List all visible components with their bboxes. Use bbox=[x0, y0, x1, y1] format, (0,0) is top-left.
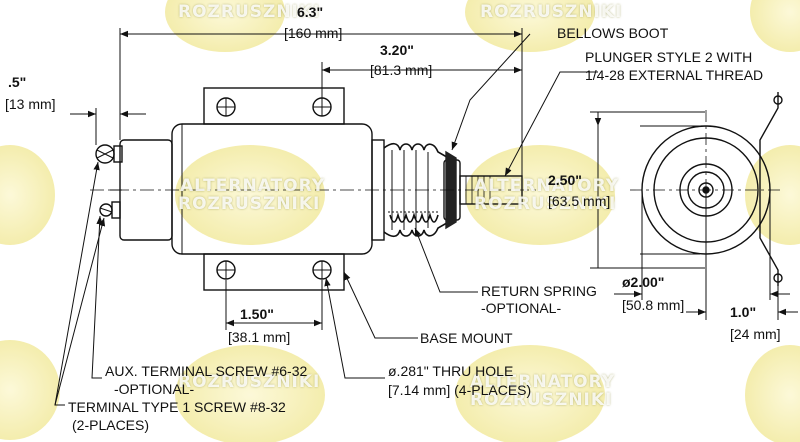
watermark-text: ROZRUSZNIKI bbox=[178, 194, 321, 214]
dim-bracket-width-metric: [24 mm] bbox=[730, 326, 781, 342]
dim-height: 2.50" bbox=[548, 172, 582, 188]
dim-terminal-offset: .5" bbox=[8, 74, 27, 90]
callout-return-spring-line1: RETURN SPRING bbox=[481, 283, 597, 299]
callout-aux-terminal-line2: -OPTIONAL- bbox=[114, 381, 195, 397]
callout-terminal-line2: (2-PLACES) bbox=[72, 417, 150, 433]
watermark-text: ROZRUSZNIKI bbox=[470, 390, 613, 410]
watermark-text: ALTERNATORY bbox=[470, 372, 616, 392]
watermark-text: ALTERNATORY bbox=[180, 176, 326, 196]
base-mount-top bbox=[203, 87, 345, 125]
dim-body-to-tip: 3.20" bbox=[380, 42, 414, 58]
end-bracket bbox=[759, 92, 779, 286]
base-mount-bottom bbox=[203, 253, 345, 291]
callout-thru-hole-line1: ø.281" THRU HOLE bbox=[388, 363, 514, 379]
dim-mount-spacing-metric: [38.1 mm] bbox=[228, 329, 291, 345]
callout-plunger-line2: 1/4-28 EXTERNAL THREAD bbox=[585, 67, 764, 83]
watermark-text: ROZRUSZNIKI bbox=[480, 2, 623, 22]
callout-return-spring-line2: -OPTIONAL- bbox=[481, 300, 562, 316]
watermark-text: ROZRUSZNIKI bbox=[178, 372, 321, 392]
dim-bracket-width: 1.0" bbox=[730, 304, 757, 320]
leader-lines bbox=[54, 33, 598, 406]
dim-overall-length-metric: [160 mm] bbox=[284, 25, 343, 41]
dim-diameter-metric: [50.8 mm] bbox=[622, 297, 685, 313]
callout-aux-terminal-line1: AUX. TERMINAL SCREW #6-32 bbox=[105, 363, 308, 379]
callout-bellows-boot: BELLOWS BOOT bbox=[557, 25, 669, 41]
watermark-text: ALTERNATORY bbox=[474, 176, 620, 196]
watermark-text: ROZRUSZNIKI bbox=[474, 194, 617, 214]
return-spring bbox=[389, 212, 439, 223]
dim-overall-length: 6.3" bbox=[297, 4, 324, 20]
watermark-text: ROZRUSZNIKI bbox=[178, 2, 321, 22]
dim-diameter: ø2.00" bbox=[622, 274, 665, 290]
dimension-lines bbox=[70, 28, 798, 330]
dim-mount-spacing: 1.50" bbox=[240, 306, 274, 322]
side-view bbox=[90, 87, 540, 291]
dim-terminal-offset-metric: [13 mm] bbox=[5, 96, 56, 112]
dim-height-metric: [63.5 mm] bbox=[548, 193, 611, 209]
callout-base-mount: BASE MOUNT bbox=[420, 330, 513, 346]
bellows-boot bbox=[383, 142, 453, 238]
dim-body-to-tip-metric: [81.3 mm] bbox=[370, 62, 433, 78]
callout-plunger-line1: PLUNGER STYLE 2 WITH bbox=[585, 49, 753, 65]
callout-thru-hole-line2: [7.14 mm] (4-PLACES) bbox=[388, 382, 532, 398]
callout-terminal-line1: TERMINAL TYPE 1 SCREW #8-32 bbox=[68, 399, 286, 415]
